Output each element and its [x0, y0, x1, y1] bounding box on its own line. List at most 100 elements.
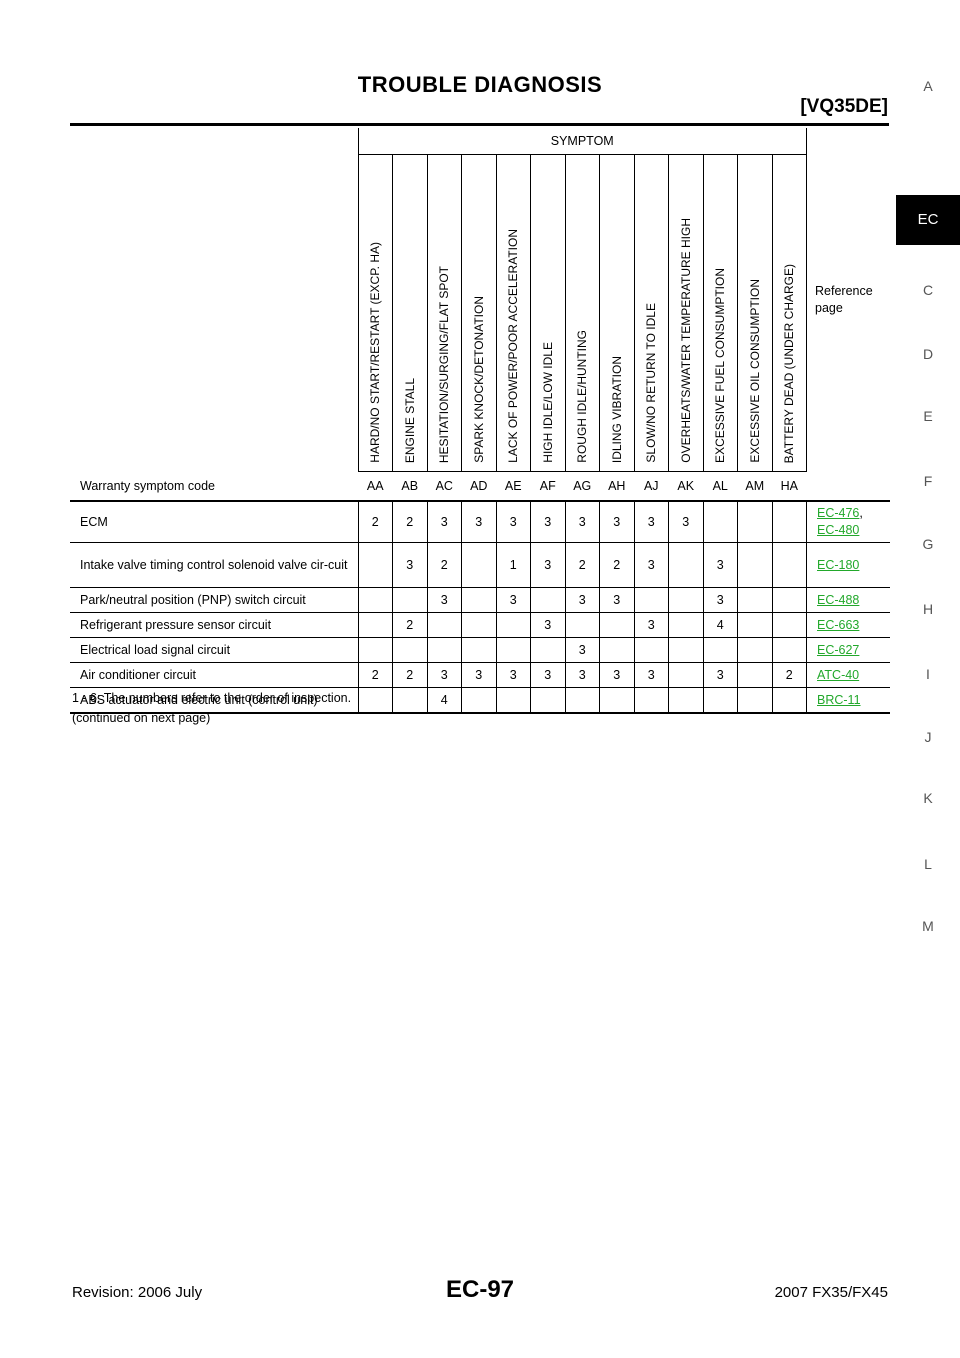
inspection-order-cell: [392, 687, 427, 714]
reference-link[interactable]: EC-627: [817, 642, 860, 657]
reference-cell: ATC-40: [806, 662, 890, 688]
row-label: Refrigerant pressure sensor circuit: [70, 612, 358, 638]
symptom-label: IDLING VIBRATION: [609, 355, 624, 463]
inspection-order-cell: [495, 637, 531, 663]
section-tab-l[interactable]: L: [924, 856, 932, 872]
inspection-order-cell: 3: [564, 587, 600, 613]
inspection-order-cell: 3: [564, 501, 600, 543]
symptom-label: SLOW/NO RETURN TO IDLE: [644, 303, 659, 463]
table-row: Intake valve timing control solenoid val…: [70, 542, 890, 588]
inspection-order-cell: [737, 587, 772, 613]
section-tab-ec[interactable]: EC: [896, 195, 960, 245]
symptom-label: HARD/NO START/RESTART (EXCP. HA): [368, 242, 383, 463]
inspection-order-cell: [461, 542, 496, 588]
inspection-order-cell: [461, 587, 496, 613]
diagnosis-table: SYMPTOM Reference page HARD/NO START/RES…: [70, 128, 890, 714]
inspection-order-cell: [668, 612, 703, 638]
section-tab-f[interactable]: F: [923, 473, 933, 489]
symptom-column-header: OVERHEATS/WATER TEMPERATURE HIGH: [668, 154, 703, 472]
inspection-order-cell: [771, 687, 807, 714]
symptom-column-header: HARD/NO START/RESTART (EXCP. HA): [357, 154, 393, 472]
inspection-order-cell: [392, 637, 427, 663]
section-tab-m[interactable]: M: [922, 918, 934, 934]
inspection-order-cell: [357, 587, 393, 613]
inspection-order-cell: [771, 612, 807, 638]
inspection-order-cell: [771, 587, 807, 613]
inspection-order-cell: [668, 587, 703, 613]
inspection-order-cell: 3: [530, 662, 565, 688]
warranty-code-cell: AE: [496, 471, 531, 502]
reference-cell: EC-476, EC-480: [806, 501, 890, 543]
header-rule: [70, 123, 889, 126]
reference-link[interactable]: EC-180: [817, 557, 860, 572]
section-tab-d[interactable]: D: [922, 346, 934, 362]
inspection-order-cell: [668, 542, 703, 588]
section-tab-e[interactable]: E: [923, 408, 933, 424]
inspection-order-cell: [668, 637, 703, 663]
row-label: Electrical load signal circuit: [70, 637, 358, 663]
inspection-order-cell: [357, 687, 393, 714]
section-tab-c[interactable]: C: [922, 282, 934, 298]
section-tab-g[interactable]: G: [922, 536, 934, 552]
inspection-order-cell: [771, 542, 807, 588]
inspection-order-cell: 3: [530, 501, 565, 543]
reference-link[interactable]: EC-480: [817, 523, 860, 537]
inspection-order-cell: [530, 587, 565, 613]
reference-link[interactable]: ATC-40: [817, 667, 860, 682]
section-tab-h[interactable]: H: [922, 601, 934, 617]
inspection-order-cell: [392, 587, 427, 613]
inspection-order-cell: 3: [495, 587, 531, 613]
inspection-order-cell: 1: [495, 542, 531, 588]
symptom-label: LACK OF POWER/POOR ACCELERATION: [506, 229, 521, 463]
section-tab-k[interactable]: K: [923, 790, 933, 806]
reference-link[interactable]: EC-663: [817, 617, 860, 632]
warranty-code-cell: AB: [392, 471, 427, 502]
reference-cell: EC-180: [806, 542, 890, 588]
warranty-code-cell: AD: [461, 471, 496, 502]
inspection-order-cell: 3: [633, 542, 669, 588]
warranty-code-cell: AL: [703, 471, 738, 502]
inspection-order-cell: 3: [426, 501, 462, 543]
symptom-column-header: SLOW/NO RETURN TO IDLE: [633, 154, 669, 472]
warranty-code-cell: AK: [668, 471, 703, 502]
inspection-order-cell: 2: [357, 662, 393, 688]
inspection-order-cell: 2: [392, 662, 427, 688]
row-label: ABS actuator and electric unit (control …: [70, 687, 358, 714]
inspection-order-cell: [633, 587, 669, 613]
row-label: Intake valve timing control solenoid val…: [70, 542, 358, 588]
notes-line-1: 1 - 6: The numbers refer to the order of…: [72, 691, 352, 705]
warranty-code-cell: AF: [530, 471, 565, 502]
section-tab-a[interactable]: A: [923, 78, 933, 94]
inspection-order-cell: [599, 637, 634, 663]
inspection-order-cell: [599, 687, 634, 714]
inspection-order-cell: [461, 637, 496, 663]
warranty-code-cell: AH: [599, 471, 634, 502]
section-tab-j[interactable]: J: [924, 729, 932, 745]
reference-separator: ,: [859, 506, 863, 520]
page-title: TROUBLE DIAGNOSIS: [357, 72, 603, 97]
inspection-order-cell: 3: [633, 662, 669, 688]
reference-cell: BRC-11: [806, 687, 890, 714]
symptom-label: SPARK KNOCK/DETONATION: [471, 296, 486, 463]
section-tab-i[interactable]: I: [926, 666, 930, 682]
inspection-order-cell: [771, 501, 807, 543]
inspection-order-cell: [668, 687, 703, 714]
inspection-order-cell: 2: [392, 612, 427, 638]
inspection-order-cell: 2: [599, 542, 634, 588]
reference-link[interactable]: BRC-11: [817, 692, 861, 707]
inspection-order-cell: 3: [599, 662, 634, 688]
reference-link[interactable]: EC-476: [817, 506, 860, 520]
symptom-column-header: LACK OF POWER/POOR ACCELERATION: [495, 154, 531, 472]
symptom-column-header: EXCESSIVE OIL CONSUMPTION: [737, 154, 772, 472]
symptom-label: OVERHEATS/WATER TEMPERATURE HIGH: [678, 218, 693, 463]
reference-link[interactable]: EC-488: [817, 592, 860, 607]
warranty-code-label: Warranty symptom code: [70, 471, 358, 502]
inspection-order-cell: 3: [702, 542, 738, 588]
warranty-code-cell: AJ: [634, 471, 669, 502]
inspection-order-cell: 4: [702, 612, 738, 638]
inspection-order-cell: 3: [426, 662, 462, 688]
engine-code: [VQ35DE]: [800, 96, 888, 117]
